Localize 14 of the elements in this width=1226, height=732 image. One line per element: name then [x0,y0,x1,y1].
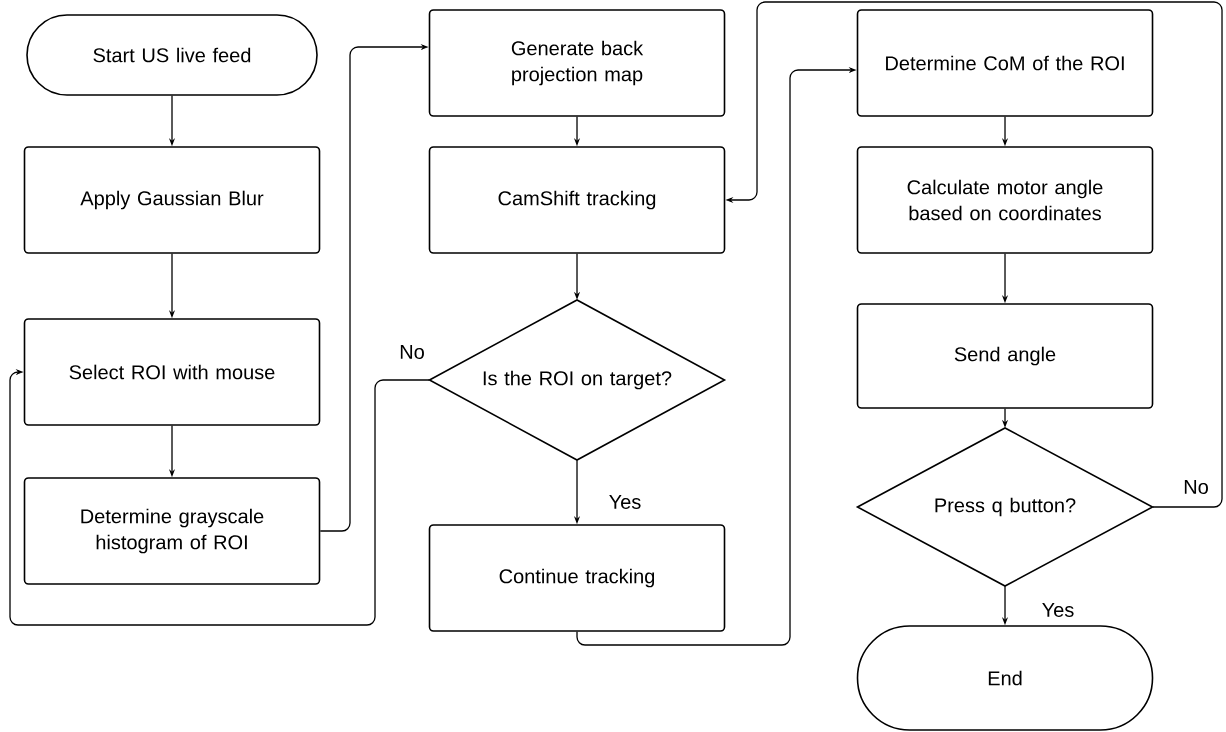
process-box: Generate back projection map [428,9,726,117]
edge-label: Yes [607,494,643,510]
process-box: Determine grayscale histogram of ROI [23,477,321,585]
process-box: Calculate motor angle based on coordinates [856,146,1154,254]
process-box: CamShift tracking [428,146,726,254]
edge-label: No [1182,479,1210,495]
process-box: Continue tracking [428,524,726,632]
process-box: Send angle [856,303,1154,409]
edge-label: Yes [1040,602,1076,618]
process-box: Determine CoM of the ROI [856,9,1154,117]
arrow [9,368,430,626]
process-box: Select ROI with mouse [23,318,321,426]
process-box: Apply Gaussian Blur [23,146,321,254]
edge-label: No [398,344,426,360]
